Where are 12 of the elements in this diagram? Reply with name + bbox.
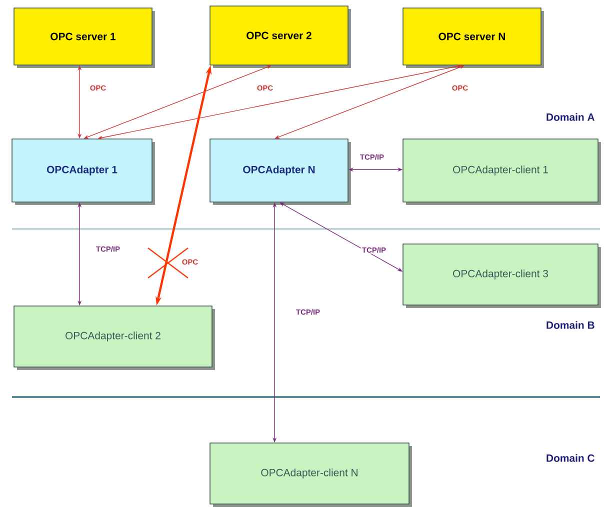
server-box: OPC server N	[402, 8, 544, 68]
client-box: OPCAdapter-client 3	[402, 244, 601, 308]
client-box: OPCAdapter-client 2	[14, 306, 215, 370]
client-box: OPCAdapter-client N	[210, 442, 412, 507]
domain-label: Domain C	[546, 454, 594, 462]
adapter-box: OPCAdapter 1	[12, 138, 155, 205]
server-box: OPC server 1	[14, 8, 155, 68]
server-box: OPC server 2	[210, 6, 351, 68]
domain-label: Domain A	[546, 113, 594, 121]
adapter-box: OPCAdapter N	[210, 138, 351, 205]
domain-label: Domain B	[546, 321, 594, 329]
client-box: OPCAdapter-client 1	[402, 138, 601, 205]
